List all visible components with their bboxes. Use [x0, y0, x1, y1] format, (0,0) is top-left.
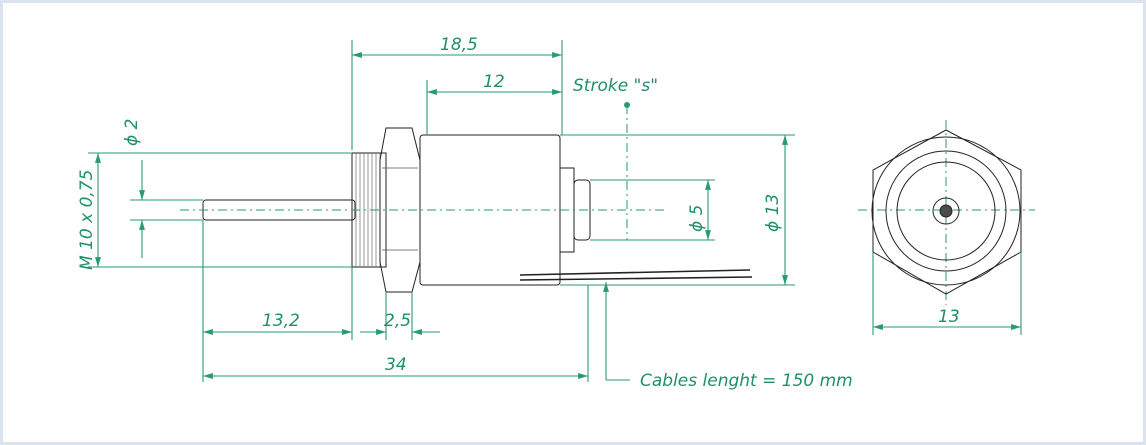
dim-thread: M 10 x 0,75 [77, 170, 97, 270]
side-view [180, 127, 753, 293]
dim-face-dia: ϕ 5 [687, 205, 707, 232]
dim-34: 34 [385, 355, 407, 375]
dim-hex-width: 13 [938, 307, 960, 327]
cable-wire-2 [519, 276, 753, 281]
dim-2-5: 2,5 [384, 311, 411, 331]
dim-13-2: 13,2 [262, 311, 300, 331]
dim-18-5: 18,5 [440, 35, 478, 55]
cable-wire-1 [519, 269, 751, 276]
cables-note: Cables lenght = 150 mm [640, 371, 853, 391]
side-dimensions: 18,5 12 Stroke "s" M 10 x 0,75 ϕ 2 ϕ 5 ϕ… [77, 35, 853, 391]
dim-body-dia: ϕ 13 [763, 194, 783, 232]
hex-inscribed-circle [871, 136, 1021, 286]
dim-12: 12 [483, 72, 505, 92]
hex-outline [872, 129, 1022, 295]
body-face [885, 150, 1007, 272]
dim-stroke: Stroke "s" [573, 76, 658, 96]
pin-end [939, 204, 953, 218]
dim-pin-dia: ϕ 2 [122, 119, 142, 146]
boss-face [932, 197, 960, 225]
end-view: 13 [858, 120, 1035, 335]
